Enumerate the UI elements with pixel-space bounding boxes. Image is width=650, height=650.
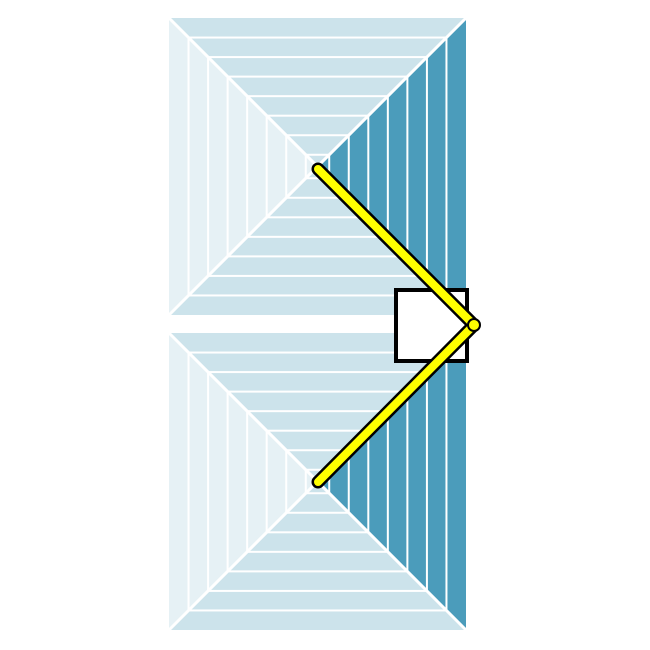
stripe-line xyxy=(285,449,350,514)
stripe-line xyxy=(246,410,389,553)
right-face xyxy=(317,333,466,630)
stripe-line xyxy=(187,36,448,297)
lower-pyramid xyxy=(167,331,468,632)
stripe-line xyxy=(246,95,389,238)
left-face xyxy=(169,18,318,315)
stripe-line xyxy=(226,390,409,573)
stripe-line xyxy=(226,75,409,258)
top-face xyxy=(169,18,466,167)
bottom-face xyxy=(169,481,466,630)
stripe-line xyxy=(304,153,331,180)
path-vertex-dot xyxy=(467,318,481,332)
stripe-line xyxy=(285,134,350,199)
left-face xyxy=(169,333,318,630)
stripe-line xyxy=(304,468,331,495)
stripe-line xyxy=(265,114,370,219)
stripe-line xyxy=(187,351,448,612)
bottom-face xyxy=(169,166,466,315)
right-face xyxy=(317,18,466,315)
stripe-line xyxy=(265,429,370,534)
top-face xyxy=(169,333,466,482)
stripe-line xyxy=(207,56,428,277)
stripe-line xyxy=(207,371,428,592)
